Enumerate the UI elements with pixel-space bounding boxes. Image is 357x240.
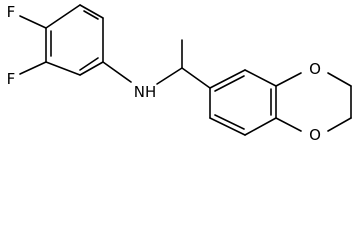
benzodioxane-benzene-ring xyxy=(209,69,277,136)
atom-fluorine-top: F xyxy=(7,3,16,21)
dioxane-ring xyxy=(275,72,352,132)
bond-c-f-bottom xyxy=(19,61,47,75)
atom-nh: NH xyxy=(134,83,157,101)
bond-c-f-top xyxy=(19,15,47,29)
difluorophenyl-ring xyxy=(45,4,104,76)
bond-aryl-n xyxy=(102,61,132,83)
atom-oxygen-top: O xyxy=(309,60,321,78)
molecule-structure: F F NH O O xyxy=(7,3,352,144)
bond-ch-ring xyxy=(181,67,211,89)
bond-n-ch xyxy=(156,67,183,85)
atom-oxygen-bottom: O xyxy=(309,126,321,144)
atom-fluorine-bottom: F xyxy=(7,70,16,88)
